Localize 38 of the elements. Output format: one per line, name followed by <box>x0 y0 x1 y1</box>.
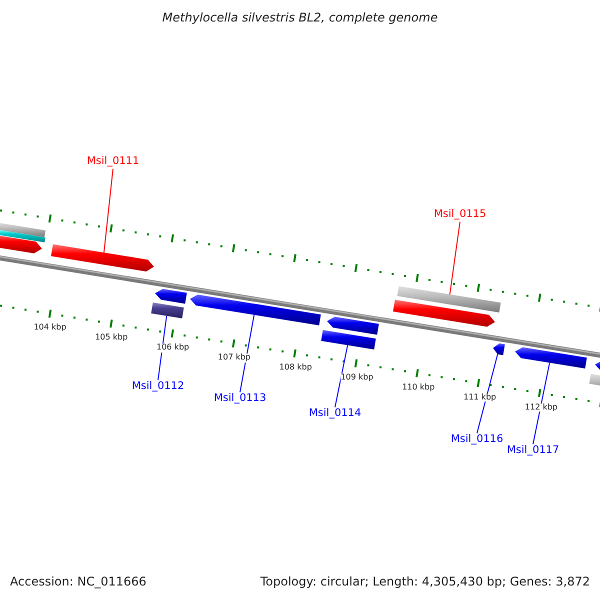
gene-feature <box>321 330 376 350</box>
scale-label: 109 kbp <box>340 373 374 382</box>
scale-label: 112 kbp <box>524 403 558 412</box>
gene-label: Msil_0117 <box>506 445 560 457</box>
genome-info-text: Topology: circular; Length: 4,305,430 bp; Genes: 3,872 <box>260 575 590 589</box>
gene-feature <box>190 294 321 326</box>
scale-label: 111 kbp <box>464 393 496 402</box>
scale-label: 104 kbp <box>34 324 66 332</box>
gene-label: Msil_0113 <box>214 393 266 405</box>
title: Methylocella silvestris BL2, complete genome <box>162 11 438 25</box>
gene-feature <box>0 229 46 242</box>
leader-line <box>532 362 550 445</box>
gene-feature <box>51 244 154 272</box>
gene-label: Msil_0112 <box>132 381 184 393</box>
gene-feature <box>393 300 495 327</box>
scale-label: 105 kbp <box>95 334 128 342</box>
gene-feature <box>493 343 505 356</box>
gene-feature <box>0 234 42 254</box>
leader-line <box>334 344 348 408</box>
gene-label: Msil_0114 <box>308 408 362 420</box>
gene-label: Msil_0111 <box>86 156 140 168</box>
gene-feature <box>515 347 587 368</box>
gene-feature <box>151 302 184 318</box>
scale-label: 107 kbp <box>218 353 250 362</box>
gene-feature <box>327 316 379 335</box>
accession-text: Accession: NC_011666 <box>10 575 146 589</box>
leader-line <box>449 221 460 295</box>
gene-feature <box>397 286 501 312</box>
scale-label: 106 kbp <box>156 344 190 352</box>
scale-label: 108 kbp <box>279 363 312 372</box>
gene-label: Msil_0116 <box>450 434 504 446</box>
gene-label: Msil_0115 <box>434 209 486 221</box>
leader-line <box>476 354 498 434</box>
gene-feature <box>155 288 187 304</box>
leader-line <box>240 314 255 393</box>
scale-label: 110 kbp <box>402 383 435 392</box>
leader-line <box>103 168 114 254</box>
gene-feature <box>0 222 46 238</box>
